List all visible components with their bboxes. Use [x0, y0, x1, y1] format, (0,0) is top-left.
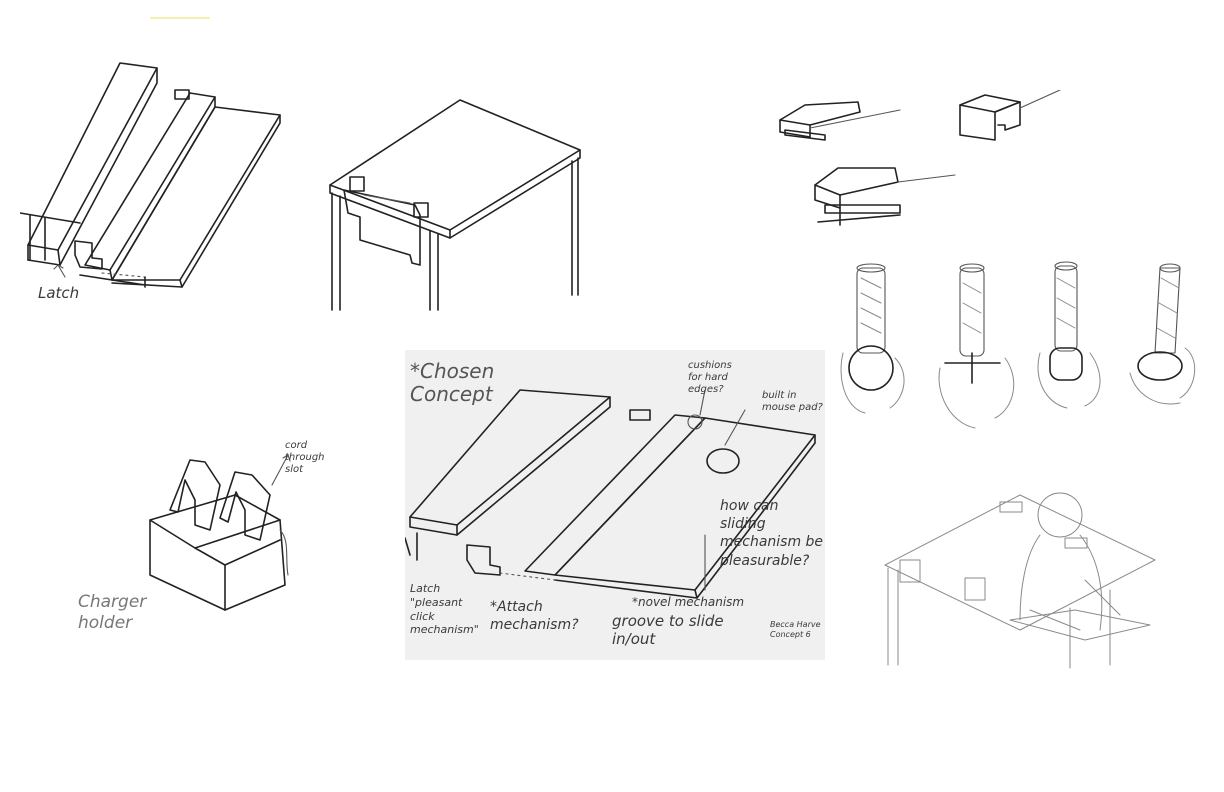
label-cord-through-slot: cord through slot [285, 440, 325, 476]
tray-panel [112, 107, 280, 280]
holder-slot-left [170, 460, 220, 530]
desk-clamp-left [900, 560, 920, 582]
sliding-tray-drawing [20, 55, 300, 315]
concept-middle-rail [525, 415, 705, 575]
label-attach-mechanism: *Attach mechanism? [490, 598, 579, 634]
label-latch-top: Latch [38, 286, 79, 301]
person-at-desk-drawing [880, 490, 1160, 670]
clamp-three [815, 168, 898, 195]
sketch-table-box [320, 95, 590, 315]
label-charger-holder: Charger holder [78, 592, 146, 635]
tray-rear-board [28, 63, 157, 250]
label-groove: groove to slide in/out [612, 612, 724, 648]
sketch-person-at-desk [880, 490, 1160, 670]
clamp-one [780, 102, 860, 125]
table-top [330, 100, 580, 230]
sketch-hand-grips [835, 258, 1205, 438]
concept-tab [630, 410, 650, 420]
mouse-pad [707, 449, 739, 473]
label-cushions: cushions for hard edges? [688, 360, 732, 396]
grip-three [1038, 262, 1100, 408]
grip-one [841, 264, 904, 413]
clamps-drawing [770, 90, 1070, 240]
label-signature: Becca Harve Concept 6 [770, 620, 821, 641]
concept-rear-board [410, 390, 610, 525]
chosen-concept-line1: *Chosen [410, 360, 494, 383]
concept-latch [467, 545, 500, 575]
under-desk-box [344, 190, 420, 265]
hand-grips-drawing [835, 258, 1205, 438]
smudge-mark [150, 17, 210, 19]
label-how-can-sliding: how can sliding mechanism be pleasurable… [720, 497, 823, 570]
label-novel-mechanism: *novel mechanism [632, 596, 744, 608]
label-latch-pleasant: Latch "pleasant click mechanism" [410, 582, 479, 637]
holder-slot-right [220, 472, 270, 540]
desk-clamp-middle [965, 578, 985, 600]
sketch-clamps [770, 90, 1070, 240]
sketch-sliding-tray [20, 55, 300, 315]
grip-two [939, 264, 1014, 428]
label-built-in-mouse-pad: built in mouse pad? [762, 390, 823, 414]
clamp-two [960, 95, 1020, 112]
table-box-drawing [320, 95, 590, 315]
grip-four [1130, 264, 1195, 404]
person-head [1038, 493, 1082, 537]
